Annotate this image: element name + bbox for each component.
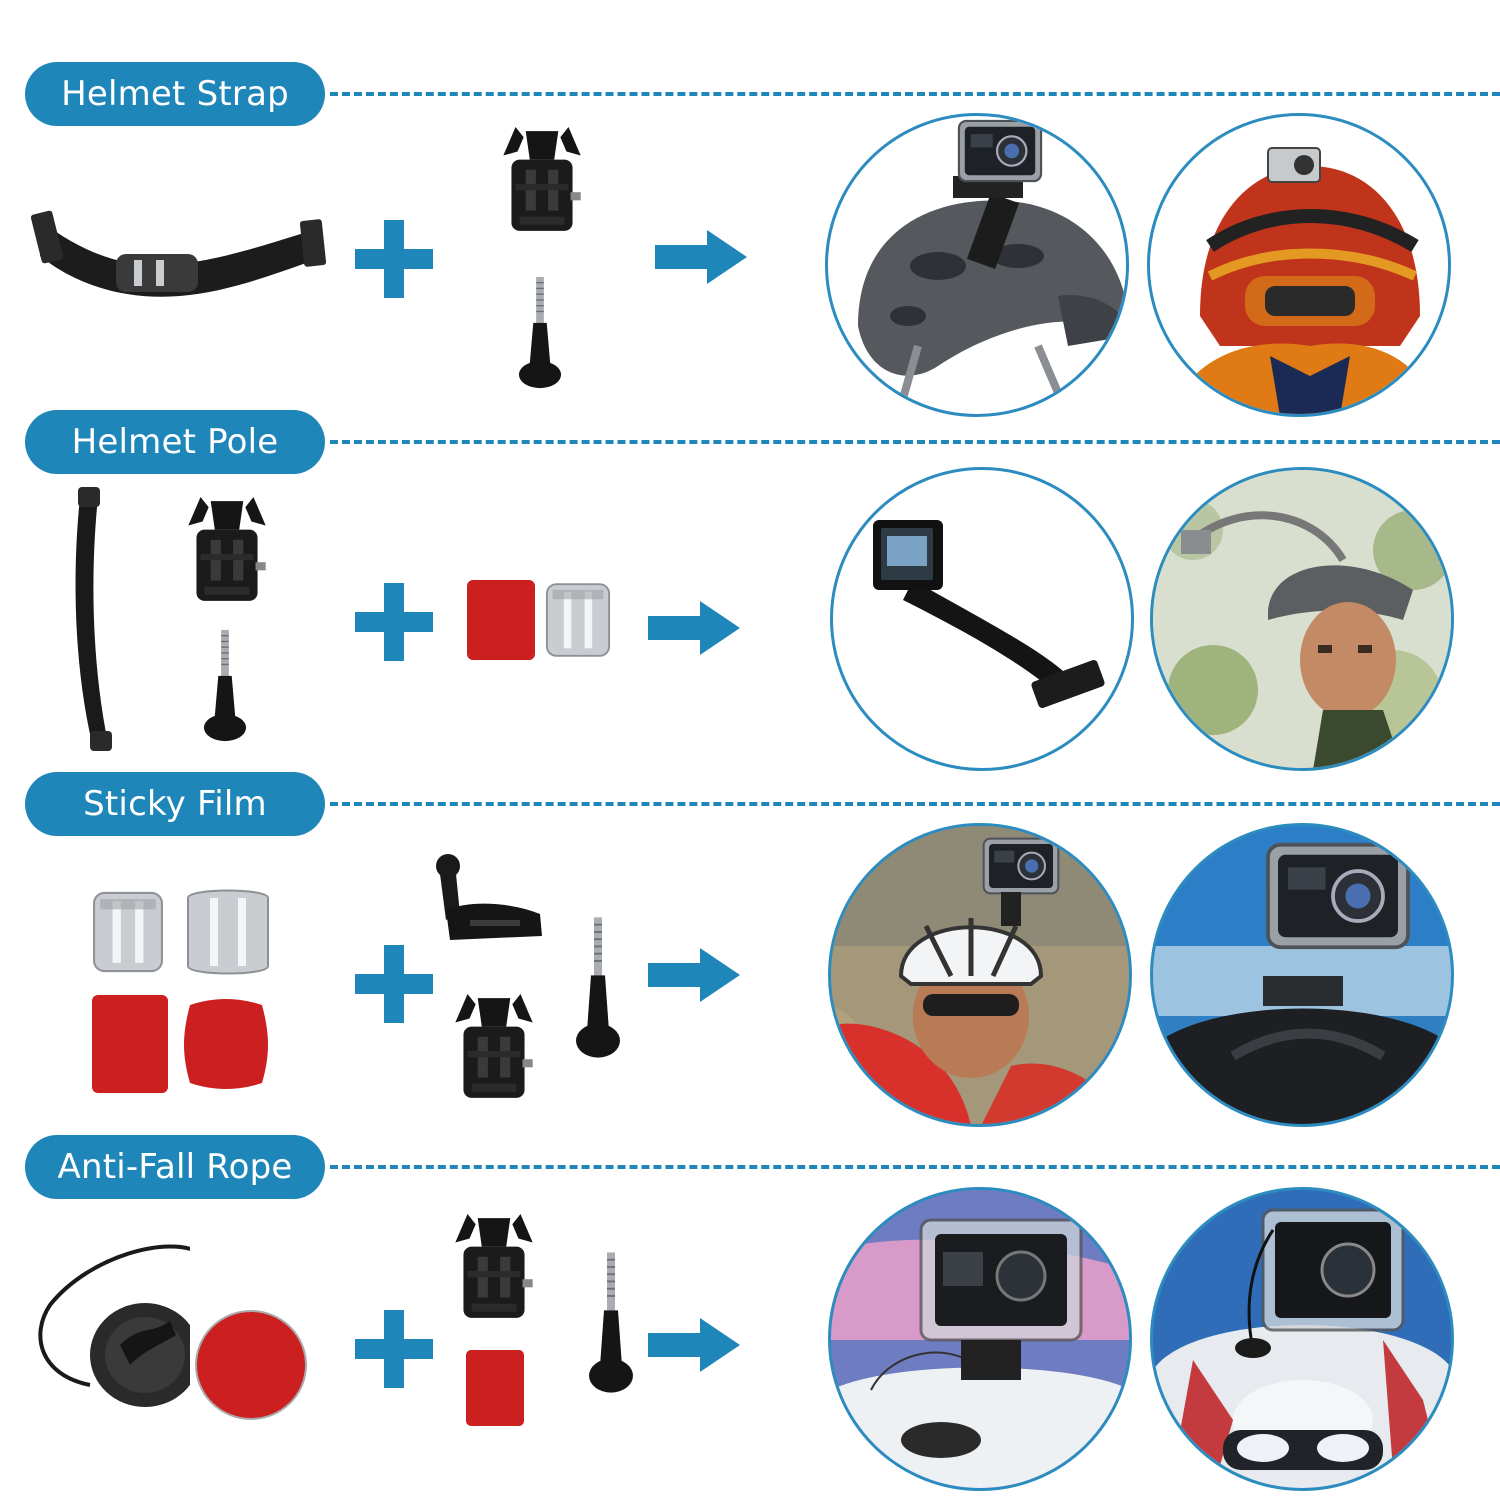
helmet-strap-icon — [30, 200, 330, 320]
photo-cyclist-extension-arm — [1150, 467, 1454, 771]
flat-adhesive-mount-icon — [545, 580, 611, 660]
photo-tethered-camera-on-helmet — [1150, 1187, 1454, 1491]
arrow-right-icon — [648, 1318, 740, 1372]
dashed-divider — [330, 92, 1500, 96]
extension-arm-icon — [60, 485, 130, 755]
dashed-divider — [330, 802, 1500, 806]
curved-adhesive-pad-icon — [184, 995, 268, 1093]
adhesive-pad-icon — [92, 995, 168, 1093]
photo-helmet-rider — [1147, 113, 1451, 417]
plus-icon — [355, 220, 433, 298]
tether-rope-icon — [30, 1235, 190, 1415]
photo-extension-arm-camera — [830, 467, 1134, 771]
thumb-screw-icon — [573, 915, 623, 1060]
thumb-screw-icon — [200, 628, 250, 743]
adhesive-pad-icon — [467, 580, 535, 660]
plus-icon — [355, 945, 433, 1023]
plus-icon — [355, 1310, 433, 1388]
dashed-divider — [330, 1165, 1500, 1169]
plus-icon — [355, 583, 433, 661]
section-label: Helmet Strap — [25, 62, 325, 126]
arrow-right-icon — [648, 601, 740, 655]
arrow-right-icon — [648, 948, 740, 1002]
round-adhesive-pad-icon — [195, 1310, 307, 1420]
thumb-screw-icon — [586, 1250, 636, 1395]
adhesive-pad-icon — [466, 1350, 524, 1426]
section-label: Helmet Pole — [25, 410, 325, 474]
j-hook-mount-icon — [430, 850, 550, 942]
buckle-mount-icon — [452, 1212, 536, 1324]
buckle-mount-icon — [500, 125, 584, 237]
buckle-mount-icon — [452, 992, 536, 1104]
photo-waterproof-case-on-helmet — [828, 1187, 1132, 1491]
arrow-right-icon — [655, 230, 747, 284]
section-label: Anti-Fall Rope — [25, 1135, 325, 1199]
photo-helmet-strap-mounted — [825, 113, 1129, 417]
photo-camera-on-helmet-top — [1150, 823, 1454, 1127]
thumb-screw-icon — [515, 275, 565, 390]
dashed-divider — [330, 440, 1500, 444]
flat-adhesive-mount-icon — [92, 884, 164, 980]
section-label: Sticky Film — [25, 772, 325, 836]
curved-adhesive-mount-icon — [184, 884, 272, 980]
photo-cyclist-helmet-camera — [828, 823, 1132, 1127]
buckle-mount-icon — [185, 495, 269, 607]
